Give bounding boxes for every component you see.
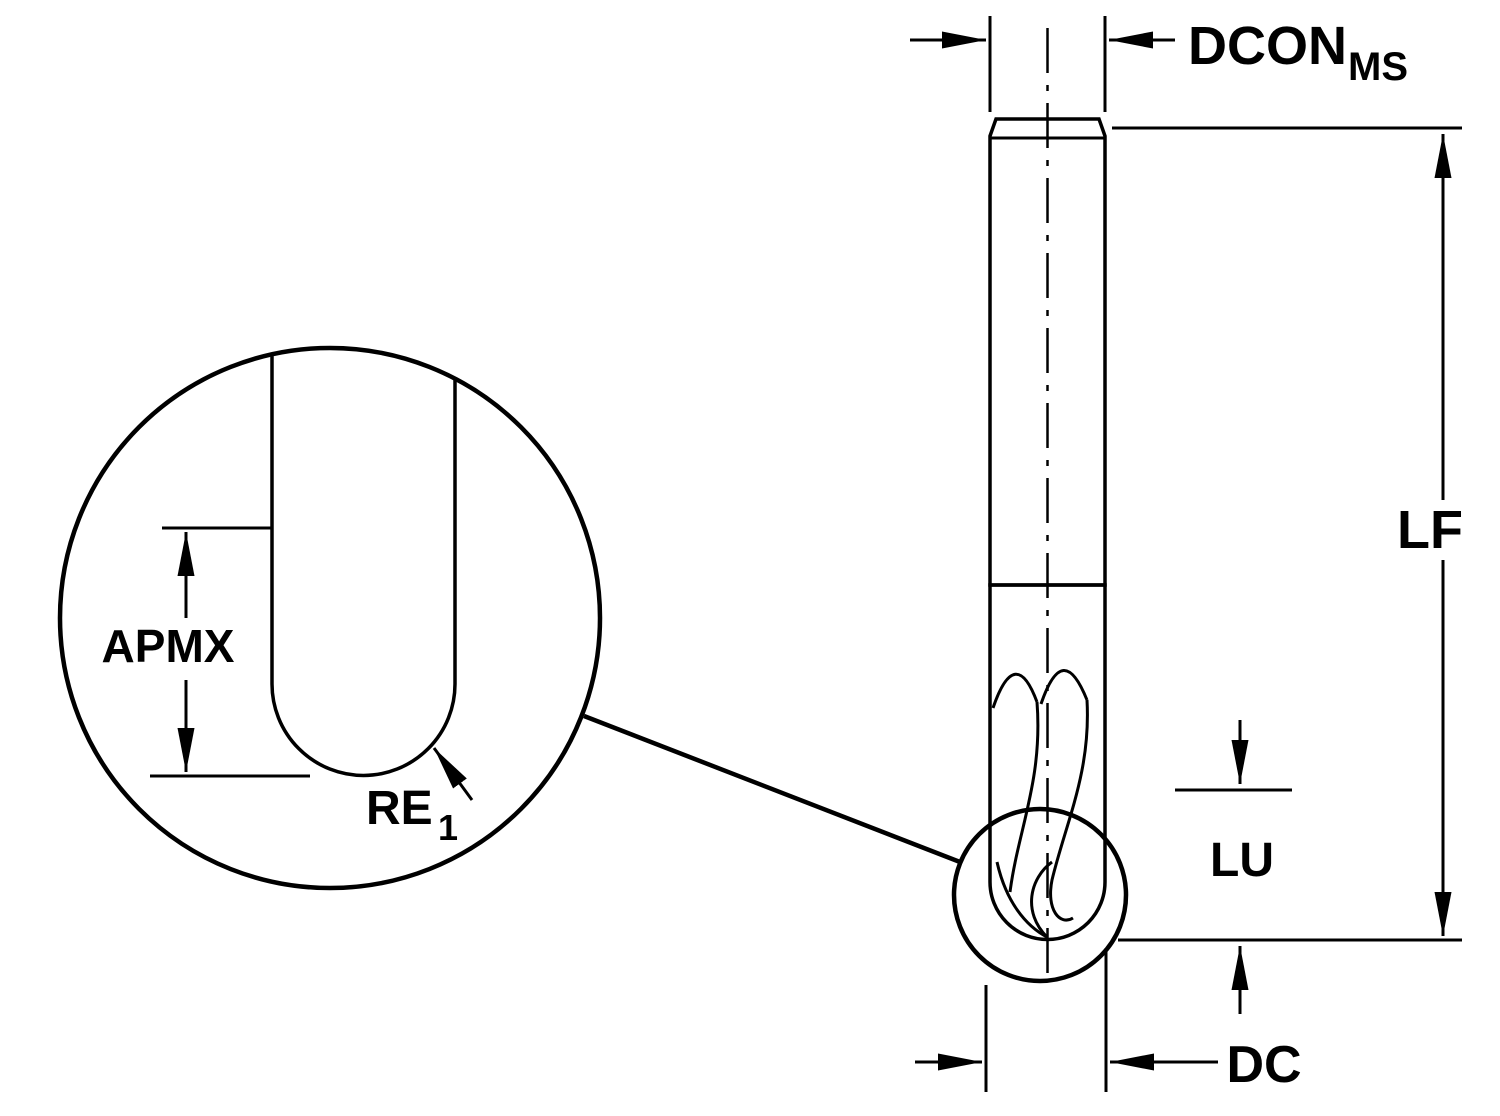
flute-helix-left: [1008, 701, 1040, 893]
flute-edge-arch-left: [991, 672, 1039, 709]
ball-nose-edge-curve-2: [995, 861, 1048, 939]
magnified-content: [270, 350, 457, 778]
tool-flute-body: [988, 583, 1107, 942]
magnifier-connector-line: [583, 713, 961, 865]
re-arrow: [432, 747, 474, 801]
detail-reference-circle: [951, 806, 1129, 984]
flute-helix-right: [1049, 699, 1089, 922]
label-lu: LU: [1210, 834, 1274, 887]
label-lf: LF: [1397, 500, 1463, 560]
label-dcon-subscript: MS: [1348, 45, 1408, 89]
label-dcon: DCON: [1188, 16, 1347, 76]
label-re-subscript: 1: [438, 807, 458, 848]
magnifier-circle: [57, 345, 603, 891]
label-apmx: APMX: [102, 620, 235, 672]
flute-edge-arch-right: [1039, 669, 1089, 705]
magnified-ball-nose-shape: [270, 350, 457, 778]
ball-nose-edge-curve: [1030, 860, 1053, 939]
label-re: RE: [366, 782, 433, 835]
label-dc: DC: [1226, 1036, 1301, 1094]
